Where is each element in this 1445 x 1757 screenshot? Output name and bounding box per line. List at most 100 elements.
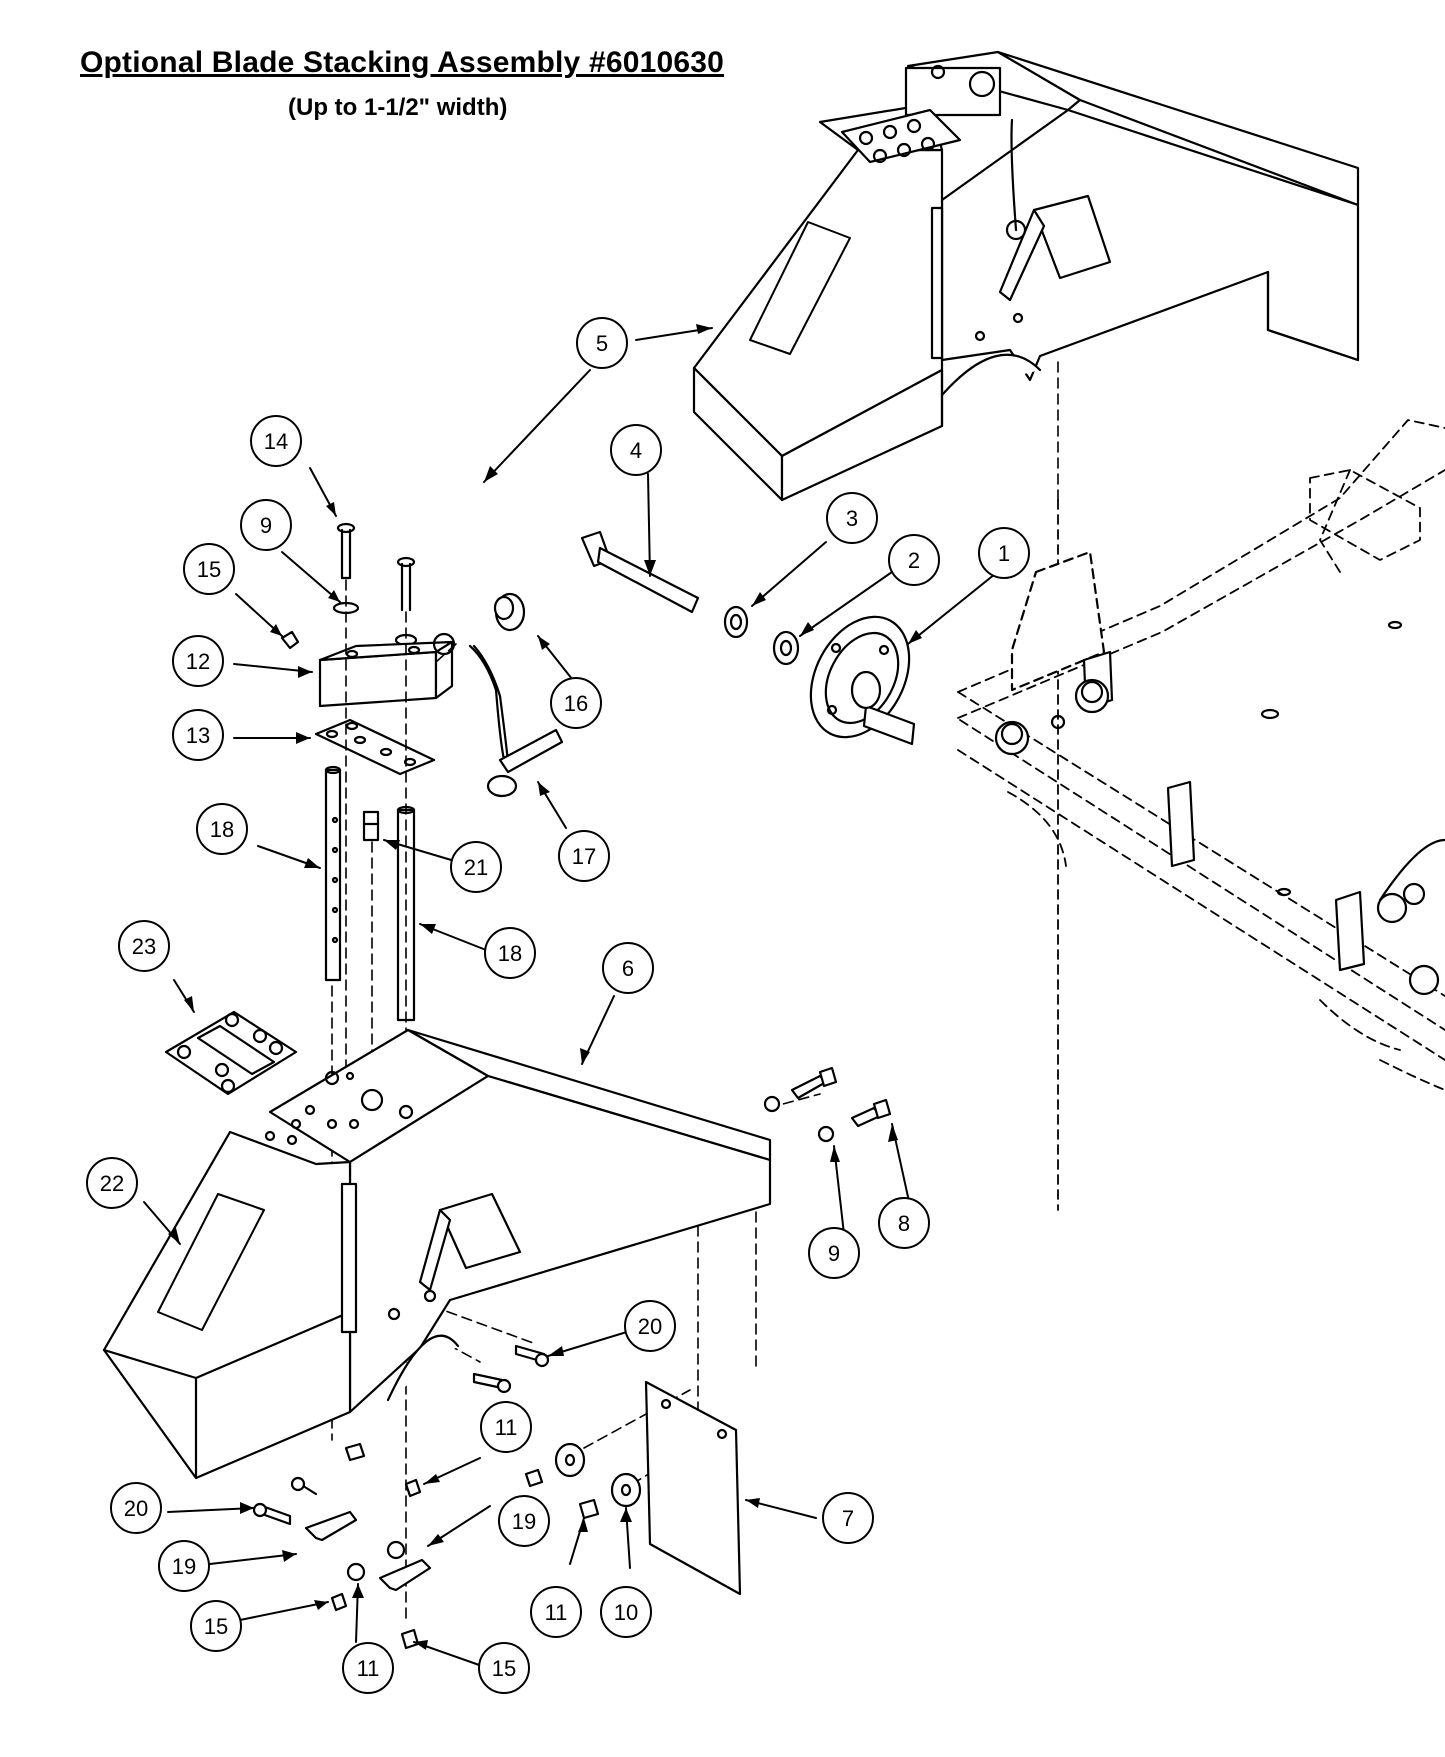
callout-circle [530, 1586, 582, 1638]
callout-circle [808, 1227, 860, 1279]
callout-circle [550, 677, 602, 729]
callout-number: 11 [545, 1600, 568, 1625]
callout-bubble: 18 [484, 927, 536, 979]
callout-bubble: 17 [558, 830, 610, 882]
callout-circle [978, 527, 1030, 579]
callout-circle [826, 492, 878, 544]
callout-bubble: 19 [158, 1540, 210, 1592]
clamps-19-nuts [304, 1442, 432, 1650]
callout-number: 18 [498, 941, 522, 966]
callout-number: 14 [264, 429, 288, 454]
callout-circle [878, 1197, 930, 1249]
washer-3 [723, 605, 749, 639]
callout-number: 8 [898, 1211, 910, 1236]
callout-circle [822, 1492, 874, 1544]
arbor-bolt-4 [580, 530, 700, 614]
callout-number: 21 [464, 855, 488, 880]
callout-number: 20 [124, 1496, 148, 1521]
callout-bubble: 18 [196, 803, 248, 855]
callout-circle [172, 709, 224, 761]
callout-circle [342, 1642, 394, 1694]
callout-circle [600, 1586, 652, 1638]
callout-bubble: 9 [808, 1227, 860, 1279]
callout-circle [624, 1300, 676, 1352]
callout-number: 1 [998, 541, 1010, 566]
callout-bubble: 8 [878, 1197, 930, 1249]
callout-circle [250, 415, 302, 467]
callout-number: 15 [204, 1614, 228, 1639]
callout-bubble: 5 [576, 317, 628, 369]
callout-bubble: 21 [450, 841, 502, 893]
callout-bubble: 9 [240, 499, 292, 551]
callout-bubble: 22 [86, 1157, 138, 1209]
callout-bubble: 11 [530, 1586, 582, 1638]
callout-circle [480, 1401, 532, 1453]
callout-circle [450, 841, 502, 893]
callout-bubble: 1 [978, 527, 1030, 579]
callout-number: 10 [614, 1600, 638, 1625]
plate-13 [314, 718, 436, 776]
callout-number: 11 [357, 1656, 380, 1681]
arrowheads [168, 324, 922, 1650]
callout-circle [240, 499, 292, 551]
callout-number: 15 [492, 1656, 516, 1681]
side-bolts-8-9 [763, 1066, 892, 1143]
callout-number: 12 [186, 649, 210, 674]
cover-plate-7 [644, 1380, 742, 1596]
callout-number: 15 [197, 557, 221, 582]
callout-bubble: 20 [624, 1300, 676, 1352]
callout-circle [888, 534, 940, 586]
frame-upright-and-bolts [994, 550, 1445, 996]
callout-number: 11 [495, 1415, 518, 1440]
callout-circle [478, 1642, 530, 1694]
callout-bubble: 16 [550, 677, 602, 729]
callout-number: 17 [572, 844, 596, 869]
spacer-block-12 [318, 640, 454, 708]
callout-number: 18 [210, 817, 234, 842]
callout-bubble: 3 [826, 492, 878, 544]
post-18-left [324, 765, 342, 982]
callout-bubble: 14 [250, 415, 302, 467]
callout-bubble: 23 [118, 920, 170, 972]
callout-bubble: 13 [172, 709, 224, 761]
callout-bubble: 2 [888, 534, 940, 586]
callout-number: 4 [630, 438, 642, 463]
callout-bubble: 6 [602, 942, 654, 994]
washer-2 [772, 630, 800, 666]
page-subtitle: (Up to 1-1/2" width) [288, 94, 508, 121]
callout-bubble: 11 [480, 1401, 532, 1453]
callout-circle [118, 920, 170, 972]
callout-circle [172, 635, 224, 687]
callout-bubble: 20 [110, 1482, 162, 1534]
callout-circle [158, 1540, 210, 1592]
callout-number: 6 [622, 956, 634, 981]
callout-number: 19 [512, 1509, 536, 1534]
washers-10 [524, 1442, 642, 1520]
callout-bubble: 15 [478, 1642, 530, 1694]
callout-number: 7 [842, 1506, 854, 1531]
callout-circle [610, 424, 662, 476]
callout-circle [576, 317, 628, 369]
bolts-20 [252, 1344, 550, 1526]
callout-number: 9 [260, 513, 272, 538]
callout-bubble: 15 [190, 1600, 242, 1652]
callout-number: 5 [596, 331, 608, 356]
callout-circle [498, 1495, 550, 1547]
callout-bubble: 7 [822, 1492, 874, 1544]
arbor-flange [809, 615, 916, 746]
callout-number: 9 [828, 1241, 840, 1266]
callout-circle [602, 942, 654, 994]
bolt-second [394, 556, 418, 647]
fitting-21 [362, 810, 380, 842]
callout-number: 13 [186, 723, 210, 748]
callout-bubble: 19 [498, 1495, 550, 1547]
saw-frame-phantom [957, 419, 1445, 1211]
callout-bubble: 11 [342, 1642, 394, 1694]
callout-number: 2 [908, 548, 920, 573]
callout-circle [183, 543, 235, 595]
callout-number: 23 [132, 934, 156, 959]
nut-15-top [280, 630, 300, 650]
lower-blade-guard [102, 1028, 772, 1480]
